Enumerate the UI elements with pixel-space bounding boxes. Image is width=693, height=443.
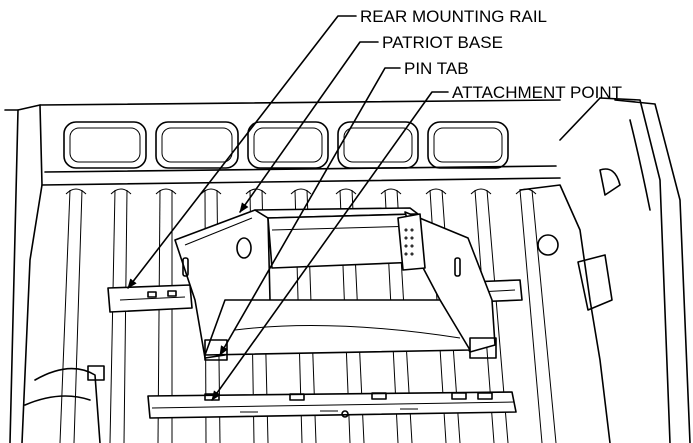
callout-attachment-point: ATTACHMENT POINT — [452, 83, 622, 102]
rear-mounting-rail — [147, 391, 517, 419]
leader-patriot-base — [239, 41, 379, 213]
bulkhead-recesses — [63, 121, 509, 169]
patriot-base — [174, 207, 497, 361]
leader-rear-mounting-rail — [127, 15, 357, 289]
callout-patriot-base: PATRIOT BASE — [382, 33, 503, 52]
leader-pin-tab — [219, 67, 401, 356]
leader-attachment-point — [211, 91, 449, 401]
callout-labels: REAR MOUNTING RAIL PATRIOT BASE PIN TAB … — [360, 7, 622, 102]
callout-pin-tab: PIN TAB — [404, 59, 469, 78]
callout-rear-mounting-rail: REAR MOUNTING RAIL — [360, 7, 547, 26]
callout-leaders — [127, 15, 449, 401]
left-corner — [24, 365, 105, 443]
wheel-well — [519, 119, 651, 443]
